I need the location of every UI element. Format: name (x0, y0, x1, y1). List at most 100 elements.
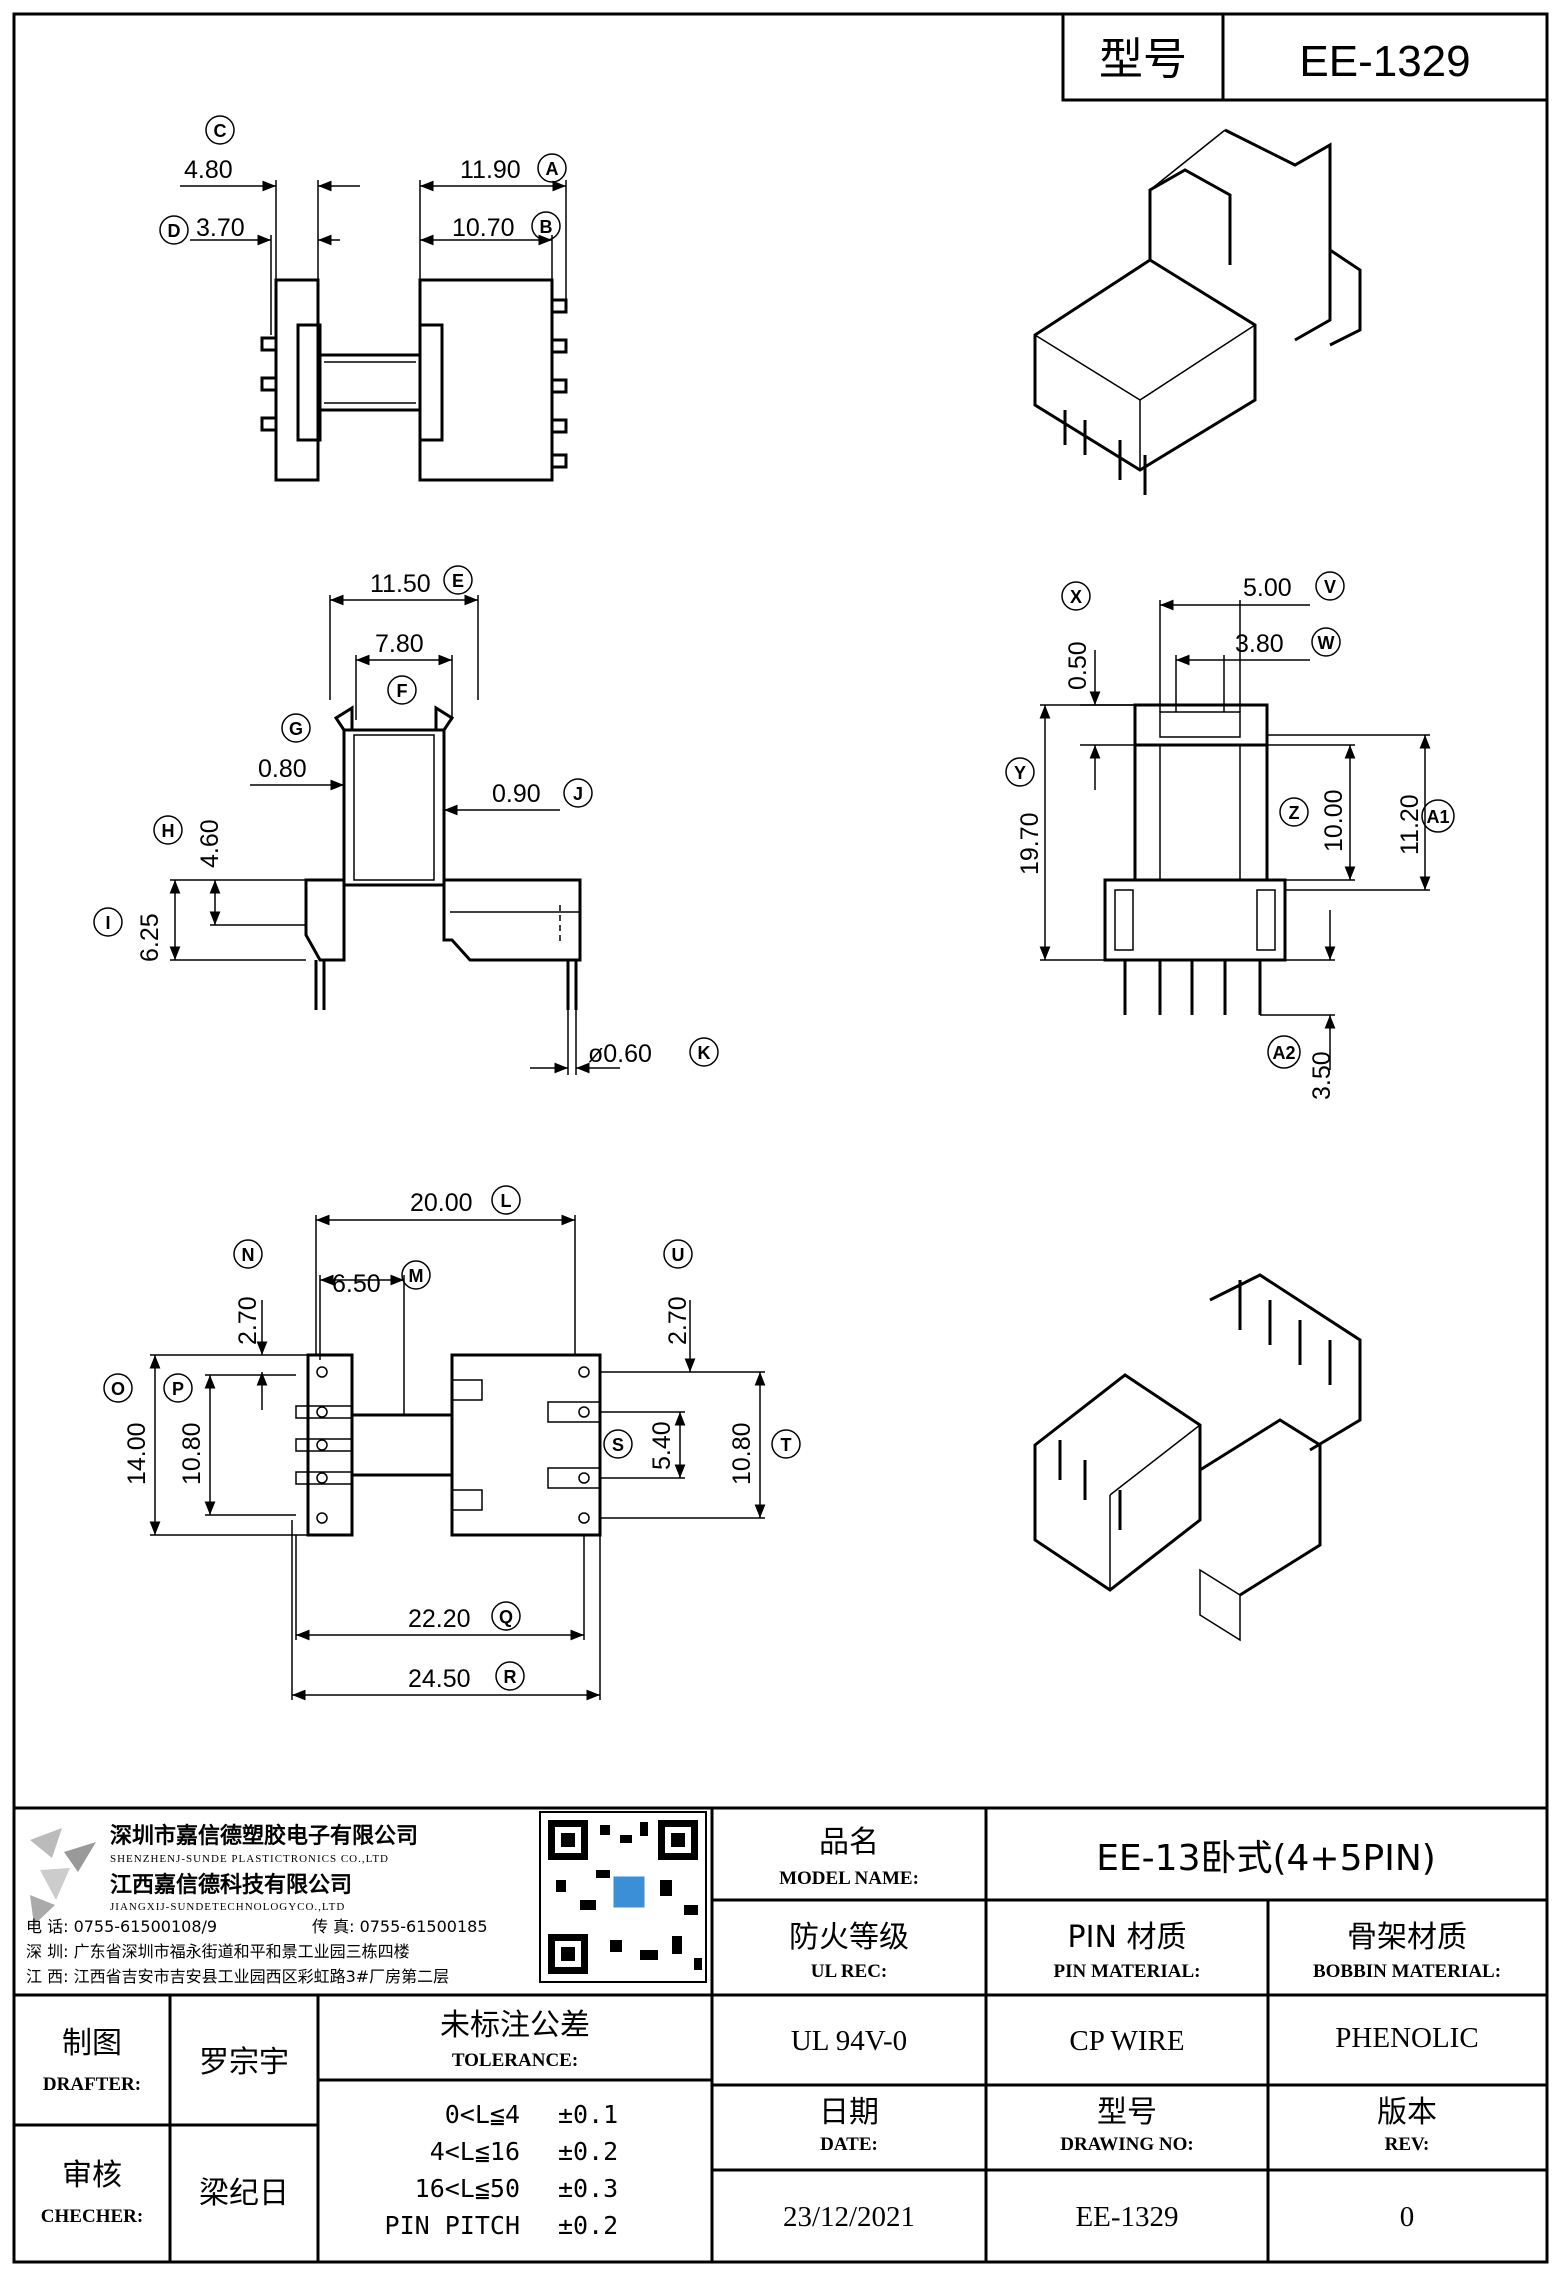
header-model-box: 型号 EE-1329 (1061, 12, 1549, 102)
dim-K: ø0.60 K (588, 1037, 719, 1068)
dim-G-value: 0.80 (258, 755, 307, 783)
model-name-label-cn: 品名 (819, 1825, 879, 1860)
company-address-jx: 江 西: 江西省吉安市吉安县工业园西区彩虹路3#厂房第二层 (26, 1967, 449, 1986)
dim-A-value: 11.90 (460, 156, 521, 184)
company-address-sz: 深 圳: 广东省深圳市福永街道和平和景工业园三栋四楼 (26, 1942, 410, 1961)
dim-P: P 10.80 (163, 1373, 206, 1485)
isometric-view-top (1033, 128, 1362, 495)
dim-N-bubble: N (242, 1245, 255, 1265)
header-model-value: EE-1329 (1299, 37, 1470, 86)
drafter-value: 罗宗宇 (199, 2045, 289, 2080)
dim-P-bubble: P (172, 1379, 184, 1399)
drawing-no-cell: 型号 DRAWING NO: EE-1329 (1060, 2095, 1194, 2233)
dim-G-bubble: G (289, 719, 303, 739)
dim-H: H 4.60 (153, 815, 224, 868)
dim-W: 3.80 W (1235, 627, 1341, 658)
model-name-label-en: MODEL NAME: (779, 1868, 919, 1889)
dim-I-bubble: I (105, 913, 110, 933)
dim-L: 20.00 L (410, 1185, 521, 1217)
company-phone: 电 话: 0755-61500108/9 (26, 1917, 217, 1936)
ul-rec-label-en: UL REC: (811, 1961, 888, 1982)
drafter-label-cn: 制图 (62, 2026, 122, 2061)
dim-D-bubble: D (168, 221, 181, 241)
tolerance-range-1: 0<L≦4 (445, 2100, 520, 2129)
dim-J-bubble: J (573, 784, 583, 804)
dim-W-value: 3.80 (1235, 630, 1284, 658)
bobbin-material-label-cn: 骨架材质 (1347, 1920, 1467, 1955)
checker-label-en: CHECHER: (41, 2206, 143, 2227)
tolerance-label-cn: 未标注公差 (440, 2008, 590, 2043)
dim-E: 11.50 E (370, 565, 473, 598)
dim-F-bubble: F (397, 681, 408, 701)
ul-rec-cell: 防火等级 UL REC: UL 94V-0 (789, 1920, 909, 2057)
date-cell: 日期 DATE: 23/12/2021 (783, 2095, 915, 2233)
dim-L-bubble: L (501, 1191, 512, 1211)
tolerance-label-en: TOLERANCE: (452, 2050, 578, 2071)
top-view-dims (180, 180, 567, 335)
dim-F-value: 7.80 (375, 630, 424, 658)
dim-U-value: 2.70 (664, 1296, 692, 1345)
checker-cell: 审核 CHECHER: 梁纪日 (41, 2158, 289, 2227)
dim-D: D 3.70 (159, 214, 245, 245)
dim-U-bubble: U (672, 1245, 685, 1265)
dim-C: C 4.80 (184, 115, 235, 184)
company-name-jx-en: JIANGXIJ-SUNDETECHNOLOGYCO.,LTD (110, 1901, 345, 1913)
dim-E-value: 11.50 (370, 570, 431, 598)
dim-A2-value: 3.50 (1308, 1051, 1336, 1100)
dim-S-bubble: S (612, 1435, 624, 1455)
bottom-view (295, 1353, 602, 1537)
dim-K-bubble: K (698, 1043, 711, 1063)
drafter-label-en: DRAFTER: (43, 2074, 141, 2095)
dim-M-bubble: M (409, 1266, 424, 1286)
rev-label-cn: 版本 (1377, 2095, 1437, 2130)
header-model-label: 型号 (1099, 34, 1187, 85)
dim-R: 24.50 R (408, 1661, 525, 1693)
front-view (304, 705, 582, 1010)
drawing-no-label-cn: 型号 (1097, 2095, 1157, 2130)
bottom-view-dims (149, 1214, 766, 1701)
pin-material-label-cn: PIN 材质 (1068, 1920, 1187, 1955)
dim-F: 7.80 F (375, 630, 424, 705)
drafter-cell: 制图 DRAFTER: 罗宗宇 (43, 2026, 289, 2095)
dim-V: 5.00 V (1243, 571, 1345, 602)
company-fax: 传 真: 0755-61500185 (312, 1917, 488, 1936)
rev-value: 0 (1400, 2201, 1415, 2233)
dim-C-value: 4.80 (184, 156, 233, 184)
rev-cell: 版本 REV: 0 (1377, 2095, 1437, 2233)
dim-I: I 6.25 (93, 907, 164, 962)
dim-G: G 0.80 (258, 713, 311, 783)
dim-N-value: 2.70 (234, 1296, 262, 1345)
dim-B: 10.70 B (452, 211, 561, 242)
dim-T-bubble: T (781, 1435, 792, 1455)
company-block: 深圳市嘉信德塑胶电子有限公司 SHENZHENJ-SUNDE PLASTICTR… (26, 1811, 707, 1986)
dim-S-value: 5.40 (648, 1421, 676, 1470)
dim-H-bubble: H (162, 821, 175, 841)
date-label-en: DATE: (820, 2134, 878, 2155)
dim-M: 6.50 M (332, 1260, 431, 1298)
company-name-jx: 江西嘉信德科技有限公司 (110, 1872, 352, 1898)
bobbin-material-label-en: BOBBIN MATERIAL: (1313, 1961, 1501, 1982)
dim-E-bubble: E (452, 571, 464, 591)
dim-O-bubble: O (111, 1379, 125, 1399)
tolerance-value-2: ±0.2 (558, 2137, 618, 2166)
dim-V-bubble: V (1324, 577, 1336, 597)
ul-rec-label-cn: 防火等级 (789, 1920, 909, 1955)
dim-U: U 2.70 (663, 1239, 693, 1345)
dim-Z: Z 10.00 (1279, 789, 1348, 852)
dim-J: 0.90 J (492, 778, 593, 808)
drawing-no-label-en: DRAWING NO: (1060, 2134, 1194, 2155)
drawing-no-value: EE-1329 (1075, 2201, 1178, 2233)
dim-O: O 14.00 (103, 1373, 151, 1485)
top-view (260, 278, 568, 482)
dim-A1-bubble: A1 (1426, 807, 1449, 827)
date-value: 23/12/2021 (783, 2201, 915, 2233)
dim-C-bubble: C (214, 121, 227, 141)
tolerance-range-2: 4<L≦16 (430, 2137, 520, 2166)
dim-V-value: 5.00 (1243, 574, 1292, 602)
dim-Y: Y 19.70 (1005, 757, 1044, 875)
date-label-cn: 日期 (819, 2095, 879, 2130)
model-name-value: EE-13卧式(4+5PIN) (1096, 1838, 1436, 1879)
dim-I-value: 6.25 (136, 913, 164, 962)
dim-X-value: 0.50 (1064, 641, 1092, 690)
